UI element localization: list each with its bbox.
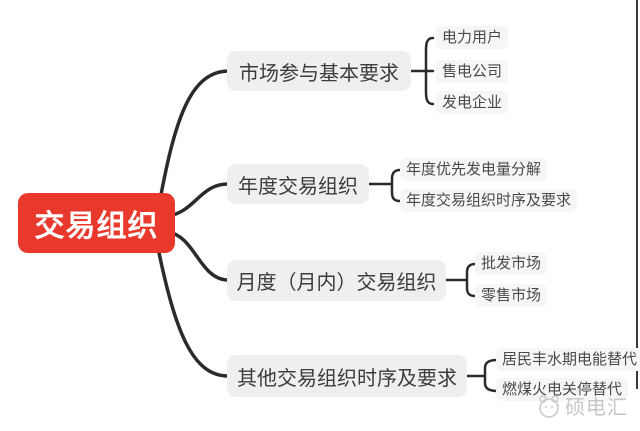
bracket-branch-4	[465, 358, 499, 393]
leaf-label: 批发市场	[481, 255, 542, 272]
watermark: 硕电汇	[536, 391, 628, 420]
leaf-label: 年度优先发电量分解	[406, 161, 542, 178]
leaf-node-coal-plant-shutdown-substitution: 燃煤火电关停替代	[496, 378, 629, 401]
leaf-label: 发电企业	[442, 94, 503, 111]
watermark-label: 硕电汇	[565, 397, 628, 419]
branch-label: 月度（月内）交易组织	[236, 272, 437, 294]
root-node: 交易组织	[18, 193, 175, 253]
curve-root-to-branch-2	[166, 182, 230, 218]
leaf-node-retail-market: 零售市场	[475, 284, 548, 307]
branch-label: 其他交易组织时序及要求	[237, 367, 457, 390]
leaf-label: 燃煤火电关停替代	[502, 381, 623, 398]
branch-node-other-trading-schedule: 其他交易组织时序及要求	[227, 355, 467, 397]
leaf-node-resident-wet-season-substitution: 居民丰水期电能替代	[496, 348, 640, 371]
bracket-branch-1	[409, 36, 435, 106]
branch-label: 年度交易组织	[238, 175, 358, 198]
leaf-node-power-generation-enterprise: 发电企业	[436, 91, 509, 114]
watermark-face-icon	[536, 393, 562, 419]
leaf-node-wholesale-market: 批发市场	[475, 252, 548, 275]
curve-root-to-branch-4	[156, 246, 230, 378]
leaf-node-annual-priority-generation: 年度优先发电量分解	[400, 158, 548, 181]
bracket-branch-2	[367, 168, 402, 203]
leaf-label: 年度交易组织时序及要求	[406, 192, 572, 209]
leaf-label: 售电公司	[442, 63, 503, 80]
branch-node-market-participation: 市场参与基本要求	[227, 51, 411, 91]
leaf-node-power-sale-company: 售电公司	[436, 60, 509, 83]
curve-root-to-branch-1	[158, 69, 230, 202]
leaf-label: 居民丰水期电能替代	[502, 351, 638, 368]
leaf-label: 电力用户	[442, 29, 503, 46]
leaf-node-annual-trading-schedule: 年度交易组织时序及要求	[400, 189, 578, 212]
root-label: 交易组织	[34, 210, 159, 243]
branch-node-annual-trading: 年度交易组织	[227, 164, 369, 204]
branch-node-monthly-trading: 月度（月内）交易组织	[227, 260, 446, 301]
curve-root-to-branch-3	[166, 230, 230, 282]
leaf-node-power-user: 电力用户	[436, 26, 509, 49]
leaf-label: 零售市场	[481, 287, 542, 304]
branch-label: 市场参与基本要求	[239, 62, 399, 85]
bracket-branch-3	[444, 262, 477, 298]
